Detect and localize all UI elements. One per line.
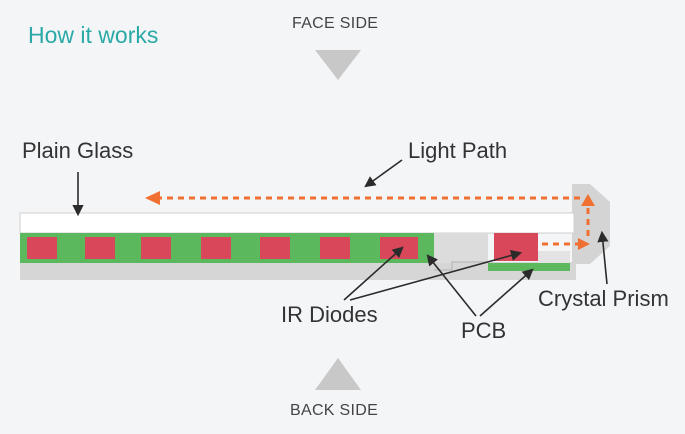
light-arrow-left (145, 191, 160, 205)
ir-diode (27, 237, 57, 259)
crystal-prism-label: Crystal Prism (538, 286, 669, 311)
crystal-prism-pointer (597, 230, 609, 285)
back-side-triangle (315, 358, 361, 390)
light-path-label: Light Path (408, 138, 508, 163)
plain-glass (19, 212, 575, 234)
ir-diode (380, 237, 418, 259)
face-side-label: FACE SIDE (292, 15, 379, 32)
light-arrow-right (578, 238, 590, 250)
ir-diode-side (494, 233, 538, 261)
pcb-side (488, 263, 570, 271)
ir-diodes-pointer (343, 246, 404, 301)
face-side-triangle (315, 50, 361, 80)
ir-diode (320, 237, 350, 259)
ir-diode (85, 237, 115, 259)
pcb-label: PCB (461, 318, 507, 343)
plain-glass-label: Plain Glass (22, 138, 134, 163)
ir-diodes-label: IR Diodes (281, 302, 378, 327)
ir-diode (260, 237, 290, 259)
pcb-pointer (426, 254, 477, 317)
ir-diodes-pointer (349, 249, 523, 301)
light-path-pointer (364, 159, 403, 188)
light-path (160, 196, 590, 246)
page-title: How it works (28, 22, 159, 48)
back-side-label: BACK SIDE (290, 402, 379, 419)
ir-diode (141, 237, 171, 259)
light-arrow-up (581, 194, 595, 206)
pcb-pointer (479, 268, 534, 317)
frame-block (434, 233, 488, 263)
ir-diode (201, 237, 231, 259)
